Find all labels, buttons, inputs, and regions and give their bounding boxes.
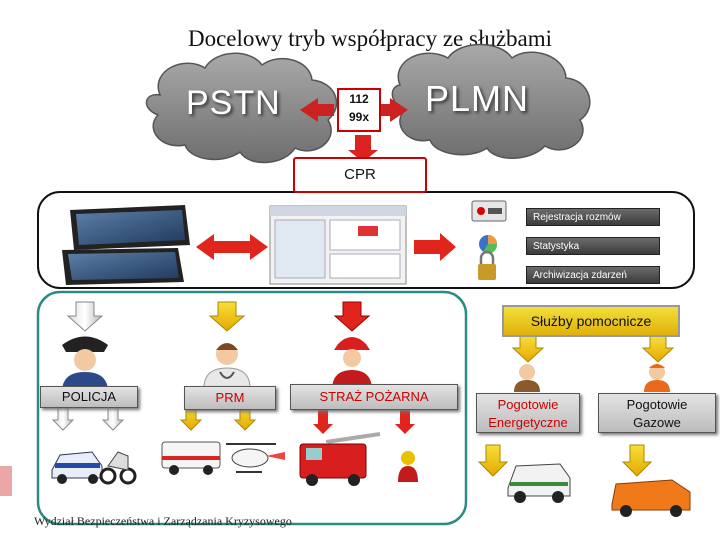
police-motorcycle-icon xyxy=(99,451,137,485)
gas-worker-icon xyxy=(644,364,670,392)
voivodeship-logo xyxy=(0,466,12,496)
plmn-label: PLMN xyxy=(425,78,530,119)
arrow-right-icon xyxy=(414,233,456,261)
bar-call-recording: Rejestracja rozmów xyxy=(526,208,660,226)
arrow-down-icon xyxy=(66,301,104,332)
ambulance-icon xyxy=(161,441,221,475)
number-99x: 99x xyxy=(348,110,370,124)
double-arrow-icon xyxy=(196,234,268,260)
gas-service-line1: Pogotowie xyxy=(626,397,688,412)
firefighter-small-icon xyxy=(398,451,418,482)
services-panel xyxy=(36,290,468,526)
arrow-down-icon xyxy=(477,444,509,477)
arrow-down-icon xyxy=(208,301,246,332)
arrow-down-icon xyxy=(333,301,371,332)
double-arrow-icon xyxy=(300,98,408,122)
energy-service-line1: Pogotowie xyxy=(497,397,559,412)
police-box: POLICJA xyxy=(40,386,138,408)
medic-icon xyxy=(203,343,251,389)
police-officer-icon xyxy=(62,336,108,392)
arrow-down-icon xyxy=(101,405,125,431)
record-icon xyxy=(471,200,507,222)
support-services-header: Służby pomocnicze xyxy=(502,305,680,337)
bar-event-archiving: Archiwizacja zdarzeń xyxy=(526,266,660,284)
energy-worker-icon xyxy=(514,364,540,392)
arrow-down-icon xyxy=(641,335,675,363)
arrow-down-icon xyxy=(395,410,415,434)
footer-department: Wydział Bezpieczeństwa i Zarządzania Kry… xyxy=(34,514,292,528)
cpr-box: CPR xyxy=(293,157,427,193)
cpr-label: CPR xyxy=(344,166,376,183)
arrow-down-icon xyxy=(511,335,545,363)
gas-service-van-icon xyxy=(611,479,691,517)
number-112: 112 xyxy=(349,92,369,106)
pstn-label: PSTN xyxy=(186,84,281,122)
fire-brigade-box: STRAŻ POŻARNA xyxy=(290,384,458,410)
archive-lock-icon xyxy=(478,250,496,280)
arrow-down-icon xyxy=(51,405,75,431)
bar-statistics: Statystyka xyxy=(526,237,660,255)
arrow-down-icon xyxy=(348,135,378,162)
energy-service-box: Pogotowie Energetyczne xyxy=(476,393,580,433)
gas-service-line2: Gazowe xyxy=(633,415,681,430)
application-screenshot xyxy=(269,205,407,285)
prm-box: PRM xyxy=(184,386,276,410)
arrow-down-icon xyxy=(621,444,653,477)
monitor-icon xyxy=(62,205,190,285)
gas-service-box: Pogotowie Gazowe xyxy=(598,393,716,433)
rescue-helicopter-icon xyxy=(226,443,285,473)
plmn-cloud xyxy=(391,43,591,159)
energy-service-line2: Energetyczne xyxy=(488,415,568,430)
fire-truck-icon xyxy=(299,432,381,486)
firefighter-icon xyxy=(332,337,372,390)
arrow-down-icon xyxy=(313,410,333,434)
police-car-icon xyxy=(51,451,103,484)
energy-service-car-icon xyxy=(507,463,571,503)
emergency-numbers-box: 112 99x xyxy=(337,88,381,132)
pstn-cloud xyxy=(145,52,338,164)
